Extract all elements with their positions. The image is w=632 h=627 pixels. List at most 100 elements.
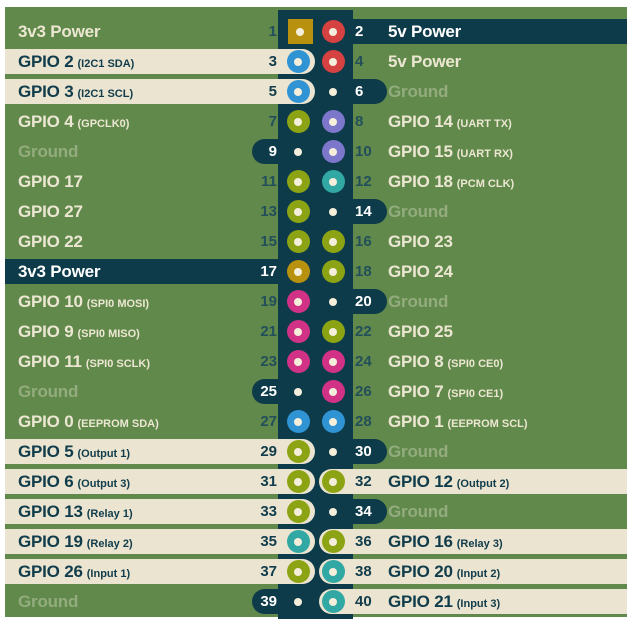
pin-28-marker — [321, 410, 345, 433]
pin-18-number: 18 — [355, 263, 372, 280]
pin-sublabel-text: (PCM CLK) — [456, 178, 515, 190]
pin-10-number: 10 — [355, 143, 372, 160]
pin-label-text: GPIO 13 — [18, 502, 83, 521]
pin-14-number: 14 — [355, 203, 372, 220]
pin-label-text: GPIO 9 — [18, 322, 74, 341]
pin-33-label: GPIO 13(Relay 1) — [18, 499, 133, 524]
pin-8-label: GPIO 14(UART TX) — [388, 109, 512, 134]
pin-hole-dot — [294, 297, 302, 306]
pin-32-marker — [321, 470, 345, 493]
pin-sublabel-text: (Relay 3) — [456, 538, 503, 550]
pin-label-text: Ground — [388, 202, 449, 221]
pin-4-marker — [321, 50, 345, 73]
pin-33-number: 33 — [260, 503, 277, 520]
pin-22-label: GPIO 25 — [388, 319, 453, 344]
pin-label-text: GPIO 18 — [388, 172, 453, 191]
pin-hole-dot — [329, 237, 337, 246]
row-band-left — [5, 529, 315, 554]
pin-5-label: GPIO 3(I2C1 SCL) — [18, 79, 133, 104]
pin-3-number: 3 — [268, 53, 277, 70]
pin-10-label: GPIO 15(UART RX) — [388, 139, 513, 164]
pin-11-number: 11 — [261, 173, 277, 190]
pin-hole-dot — [294, 177, 302, 186]
pin-22-number: 22 — [355, 323, 372, 340]
pin-label-text: GPIO 16 — [388, 532, 453, 551]
pin-37-marker — [286, 560, 310, 583]
pin-39-marker — [294, 597, 302, 606]
pin-10-marker — [321, 140, 345, 163]
row-band-right — [319, 529, 627, 554]
pin-label-text: GPIO 23 — [388, 232, 453, 251]
pin-hole-dot — [329, 147, 337, 156]
pin-23-label: GPIO 11(SPI0 SCLK) — [18, 349, 150, 374]
pin-hole-dot — [329, 117, 337, 126]
pin-18-marker — [321, 260, 345, 283]
pin-label-text: Ground — [388, 442, 449, 461]
pin-25-label: Ground — [18, 379, 78, 404]
pin-7-number: 7 — [268, 113, 277, 130]
pin-label-text: GPIO 20 — [388, 562, 453, 581]
pin-hole-dot — [294, 57, 302, 66]
pin-sublabel-text: (EEPROM SDA) — [77, 418, 159, 430]
pin-hole-dot — [294, 567, 302, 576]
pin-19-label: GPIO 10(SPI0 MOSI) — [18, 289, 149, 314]
pin-36-marker — [321, 530, 345, 553]
pin-20-number: 20 — [355, 293, 372, 310]
pin-35-number: 35 — [260, 533, 277, 550]
pin-sublabel-text: (UART TX) — [456, 118, 512, 130]
pin-25-number: 25 — [260, 383, 277, 400]
pin-label-text: GPIO 0 — [18, 412, 74, 431]
pin-17-marker — [286, 260, 310, 283]
pin-hole-dot — [294, 87, 302, 96]
pin-21-marker — [286, 320, 310, 343]
pin-2-number: 2 — [355, 23, 364, 40]
pin-sublabel-text: (SPI0 CE0) — [447, 358, 504, 370]
pin-21-number: 21 — [260, 323, 277, 340]
pin-15-marker — [286, 230, 310, 253]
pin-17-number: 17 — [260, 263, 277, 280]
pin-hole-dot — [294, 117, 302, 126]
pin-5-number: 5 — [268, 83, 277, 100]
pin-label-text: GPIO 25 — [388, 322, 453, 341]
pin-hole-dot — [329, 387, 337, 396]
pin-label-text: Ground — [18, 382, 79, 401]
row-band-right — [319, 469, 627, 494]
row-band-left — [5, 469, 315, 494]
pin-9-number: 9 — [268, 143, 277, 160]
pin-21-label: GPIO 9(SPI0 MISO) — [18, 319, 140, 344]
pin-label-text: GPIO 4 — [18, 112, 74, 131]
pin-13-marker — [286, 200, 310, 223]
pin-label-text: GPIO 6 — [18, 472, 74, 491]
pin-39-label: Ground — [18, 589, 78, 614]
pin-sublabel-text: (SPI0 CE1) — [447, 388, 504, 400]
pin-hole-dot — [294, 327, 302, 336]
pin-29-label: GPIO 5(Output 1) — [18, 439, 130, 464]
pin-sublabel-text: (I2C1 SCL) — [77, 88, 134, 100]
row-band-right — [319, 559, 627, 584]
pin-6-number: 6 — [355, 83, 364, 100]
pin-36-number: 36 — [355, 533, 372, 550]
pin-label-text: Ground — [388, 502, 449, 521]
pin-23-number: 23 — [260, 353, 277, 370]
pin-27-label: GPIO 0(EEPROM SDA) — [18, 409, 159, 434]
pin-label-text: 3v3 Power — [18, 262, 101, 281]
pin-1-marker — [287, 19, 313, 44]
pin-sublabel-text: (Relay 1) — [86, 508, 133, 520]
pin-31-number: 31 — [260, 473, 277, 490]
ground-number-pill — [347, 79, 387, 104]
pin-27-marker — [286, 410, 310, 433]
pin-sublabel-text: (Input 3) — [456, 598, 501, 610]
pin-1-label: 3v3 Power — [18, 19, 101, 44]
pin-label-text: GPIO 7 — [388, 382, 444, 401]
pin-label-text: Ground — [18, 142, 79, 161]
pin-label-text: GPIO 8 — [388, 352, 444, 371]
pin-label-text: GPIO 11 — [18, 352, 82, 371]
pin-sublabel-text: (GPCLK0) — [77, 118, 130, 130]
pin-hole-dot — [294, 447, 302, 456]
pin-28-number: 28 — [355, 413, 372, 430]
pin-6-label: Ground — [388, 79, 448, 104]
pin-label-text: 5v Power — [388, 22, 462, 41]
pin-sublabel-text: (I2C1 SDA) — [77, 58, 135, 70]
pin-37-label: GPIO 26(Input 1) — [18, 559, 130, 584]
row-band-right — [319, 589, 627, 614]
